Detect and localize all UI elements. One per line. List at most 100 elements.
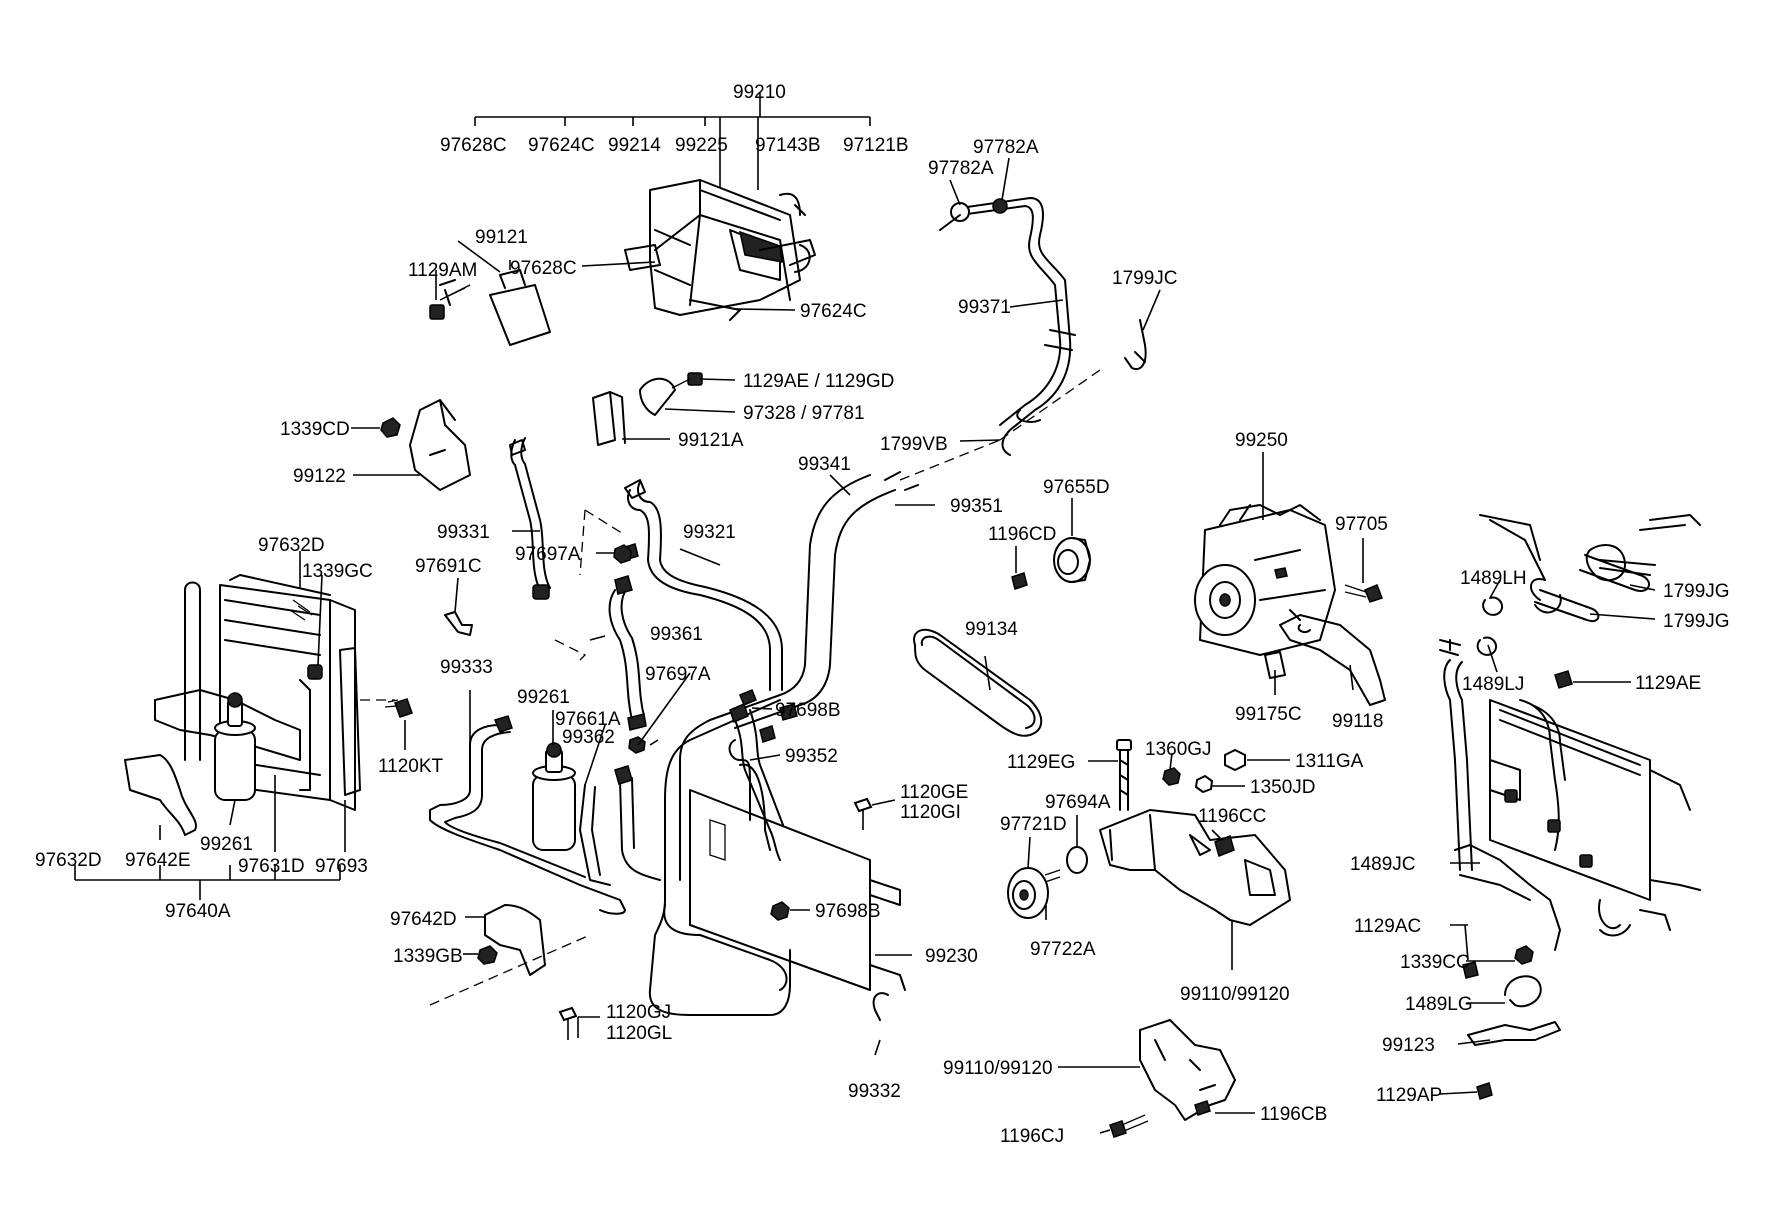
label-1799jg-a: 1799JG <box>1663 581 1730 602</box>
label-99118: 99118 <box>1332 711 1383 732</box>
label-99321: 99321 <box>683 522 736 543</box>
fitting-99362-drawing <box>614 765 633 785</box>
label-97722a: 97722A <box>1030 939 1096 960</box>
bracket-97691c-drawing <box>444 611 473 636</box>
tube-99333-drawing <box>429 724 626 915</box>
bolt-1129ac-drawing <box>1462 961 1479 979</box>
label-99121a: 99121A <box>678 430 744 451</box>
label-1350jd: 1350JD <box>1250 777 1316 798</box>
label-97705: 97705 <box>1335 514 1388 535</box>
label-97632d-bot: 97632D <box>35 850 102 871</box>
clip-1489lh-drawing <box>1482 596 1504 616</box>
bracket-99110-99120-b-drawing <box>1139 1019 1236 1121</box>
label-97143b: 97143B <box>755 135 821 156</box>
bolt-1120kt-drawing <box>360 698 413 718</box>
label-1196cc: 1196CC <box>1198 806 1266 827</box>
compressor-99250-drawing <box>1194 504 1336 656</box>
label-99331: 99331 <box>437 522 490 543</box>
label-97698b-b: 97698B <box>815 901 881 922</box>
clamp-97328-drawing <box>592 372 703 446</box>
plate-99175c-drawing <box>1264 651 1286 679</box>
label-97121b: 97121B <box>843 135 909 156</box>
nut-1339cc-drawing <box>1514 945 1534 965</box>
tube-99371-drawing <box>939 197 1101 456</box>
label-97782a-b: 97782A <box>928 158 994 179</box>
bolt-1120ge-drawing <box>853 797 873 830</box>
label-97782a-a: 97782A <box>973 137 1039 158</box>
label-1799jg-b: 1799JG <box>1663 611 1730 632</box>
label-1489lh: 1489LH <box>1460 568 1527 589</box>
clip-1489lj-drawing <box>1476 636 1498 656</box>
label-99250: 99250 <box>1235 430 1288 451</box>
nut-1360gj-drawing <box>1162 767 1181 786</box>
label-99134: 99134 <box>965 619 1018 640</box>
hose-99352-drawing <box>734 709 784 861</box>
receiver-drier-99261-drawing <box>214 692 256 801</box>
bracket-99118-drawing <box>1279 614 1386 706</box>
label-97661a: 97661A <box>555 709 621 730</box>
pulley-97655d-drawing <box>1053 537 1091 583</box>
pipe-99362-drawing <box>619 777 661 881</box>
label-1339gc: 1339GC <box>302 561 373 582</box>
label-1120gi: 1120GI <box>900 802 961 823</box>
label-99110-99120-a: 99110/99120 <box>1180 984 1290 1005</box>
bracket-99123-drawing <box>1467 1021 1561 1046</box>
fitting-99333-drawing <box>493 715 513 733</box>
label-1311ga: 1311GA <box>1295 751 1364 772</box>
clamp-1489lg-drawing <box>1504 975 1542 1008</box>
label-99341: 99341 <box>798 454 851 475</box>
label-97642d: 97642D <box>390 909 457 930</box>
right-radiator-assembly-drawing <box>1439 514 1701 951</box>
bracket-99121-drawing <box>429 260 551 346</box>
label-97691c: 97691C <box>415 556 482 577</box>
label-1120gj: 1120GJ <box>606 1002 671 1023</box>
receiver-drier-99261-center-drawing <box>532 742 576 851</box>
label-99333: 99333 <box>440 657 493 678</box>
hoses-99331-99321-99361-drawing <box>509 437 798 743</box>
label-97642e: 97642E <box>125 850 191 871</box>
nut-1350jd-drawing <box>1194 774 1214 794</box>
label-97640a: 97640A <box>165 901 231 922</box>
label-1799vb: 1799VB <box>880 434 948 455</box>
condenser-assembly-97640a-drawing <box>154 574 361 811</box>
label-99332: 99332 <box>848 1081 901 1102</box>
label-99371: 99371 <box>958 297 1011 318</box>
label-97694a: 97694A <box>1045 792 1111 813</box>
label-1339gb: 1339GB <box>393 946 463 967</box>
label-97632d-top: 97632D <box>258 535 325 556</box>
label-99123: 99123 <box>1382 1035 1435 1056</box>
clamp-1799jg-a-drawing <box>1579 554 1650 592</box>
washer-97694a-drawing <box>1066 846 1088 874</box>
label-99110-99120-b: 99110/99120 <box>943 1058 1053 1079</box>
label-99351: 99351 <box>950 496 1003 517</box>
bolt-1196cj-drawing <box>1109 1114 1149 1138</box>
label-97697a-b: 97697A <box>645 664 711 685</box>
bracket-97642e-drawing <box>124 754 197 836</box>
label-97628c: 97628C <box>510 258 577 279</box>
label-1120ge: 1120GE <box>900 782 968 803</box>
label-1120kt: 1120KT <box>378 756 444 777</box>
bolt-97705-drawing <box>1344 584 1383 603</box>
bracket-97642d-drawing <box>429 904 591 1006</box>
label-97698b-a: 97698B <box>775 700 841 721</box>
label-97631d: 97631D <box>238 856 305 877</box>
label-97628c-top: 97628C <box>440 135 507 156</box>
label-99362: 99362 <box>562 727 615 748</box>
label-99122: 99122 <box>293 466 346 487</box>
label-1120gl: 1120GL <box>606 1023 672 1044</box>
label-99210: 99210 <box>733 82 786 103</box>
label-1360gj: 1360GJ <box>1145 739 1212 760</box>
clamp-1799jg-b-drawing <box>1534 589 1600 623</box>
bolt-1129ap-drawing <box>1476 1082 1493 1100</box>
nut-97697a-drawing <box>613 544 632 564</box>
label-99225: 99225 <box>675 135 728 156</box>
fitting-97698b-a-drawing <box>729 689 757 724</box>
leader-lines <box>74 157 1656 1134</box>
label-99230: 99230 <box>925 946 978 967</box>
label-99261-top: 99261 <box>517 687 570 708</box>
label-99361: 99361 <box>650 624 703 645</box>
pipe-97661a-drawing <box>579 784 611 886</box>
label-1489jc: 1489JC <box>1350 854 1416 875</box>
label-1129am: 1129AM <box>408 260 477 281</box>
label-1489lg: 1489LG <box>1405 994 1473 1015</box>
